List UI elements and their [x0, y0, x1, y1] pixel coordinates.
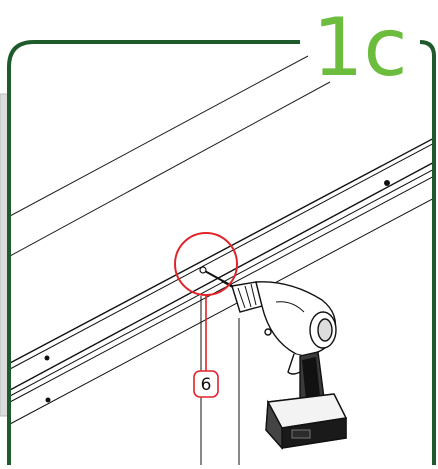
panel-frame: [7, 40, 436, 465]
step-label: 1c: [313, 1, 408, 94]
part-number: 6: [201, 375, 212, 395]
rail-line-top-1: [9, 55, 309, 217]
illustration: [9, 55, 434, 465]
screw-hole-right: [384, 180, 390, 186]
rail-edge-1: [9, 140, 434, 370]
screw-hole-bottom: [45, 397, 51, 403]
screw-hole-left: [44, 355, 50, 361]
rail-profile: [9, 134, 434, 392]
rail-line-top-2: [9, 81, 331, 257]
rail-edge-3: [9, 173, 434, 403]
drill-icon: [221, 280, 348, 450]
part-number-badge: [193, 370, 219, 398]
rail-edge-4: [9, 195, 434, 425]
